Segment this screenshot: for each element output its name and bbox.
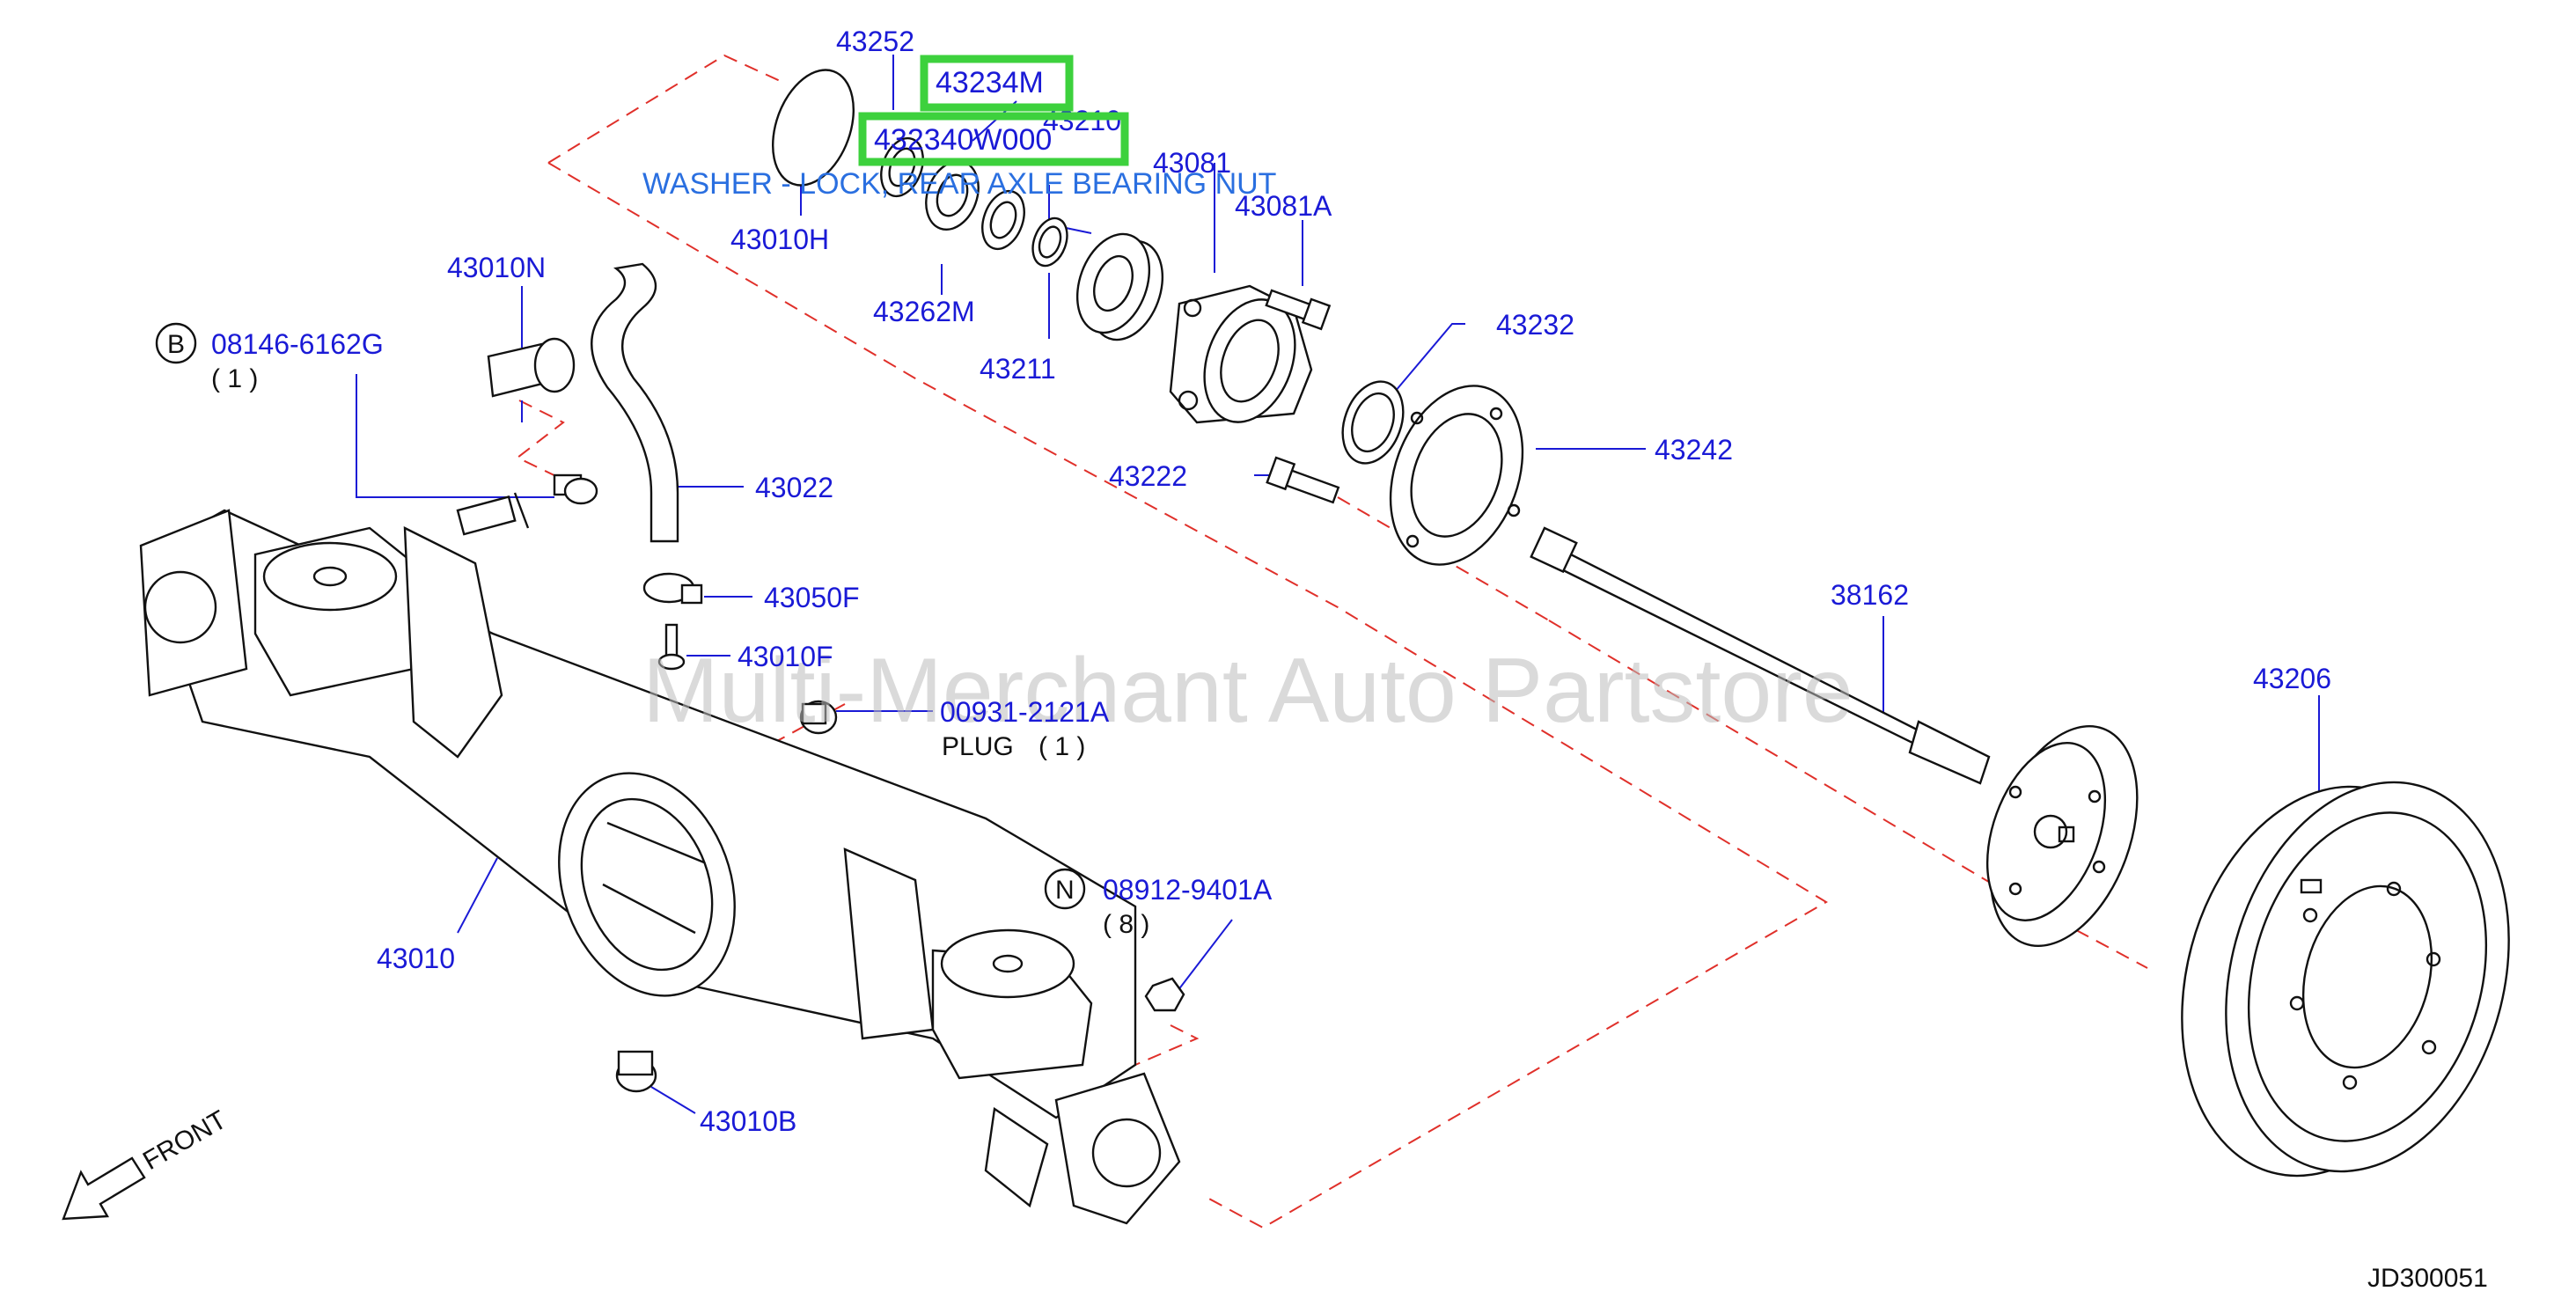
label-08146-6162g[interactable]: 08146-6162G: [211, 328, 384, 360]
snap-ring-43211: [1031, 216, 1068, 268]
front-indicator: FRONT: [62, 1105, 231, 1221]
label-43010n[interactable]: 43010N: [447, 252, 546, 283]
bolt-08146-6162g: [553, 473, 598, 505]
stud-bolt-43081a: [1265, 289, 1332, 331]
qty-nut-n: ( 8 ): [1103, 910, 1149, 939]
front-label: FRONT: [138, 1105, 231, 1176]
plug-00931-2121a: [799, 700, 838, 735]
highlight-description: WASHER - LOCK, REAR AXLE BEARING NUT: [642, 167, 1276, 201]
highlight-label-2[interactable]: 432340W000: [874, 123, 1052, 157]
breather-hose-43022: [591, 262, 679, 543]
highlighted-part: 43234M 432340W000 WASHER - LOCK, REAR AX…: [642, 55, 1276, 201]
oil-seal-43232: [1341, 380, 1405, 465]
plug-43010b: [615, 1050, 657, 1093]
b-symbol: B: [167, 330, 185, 359]
label-43242[interactable]: 43242: [1655, 434, 1733, 466]
label-43252[interactable]: 43252: [836, 26, 914, 57]
plug-label: PLUG: [942, 732, 1014, 761]
label-08912-9401a[interactable]: 08912-9401A: [1103, 874, 1273, 906]
label-43211[interactable]: 43211: [980, 353, 1056, 385]
label-43010[interactable]: 43010: [377, 943, 455, 974]
axle-shaft-38162: [1530, 526, 2139, 948]
breather-43010f: [657, 623, 686, 671]
highlight-box-1: [920, 55, 1074, 112]
part-labels: 43252 43210 43081 43081A 43010H 43262M 4…: [377, 26, 2331, 1137]
axle-housing-43010: [139, 492, 1181, 1225]
n-symbol: N: [1055, 876, 1075, 905]
qty-plug: ( 1 ): [1038, 732, 1085, 761]
label-43010f[interactable]: 43010F: [738, 641, 833, 672]
front-arrow-icon: [62, 1156, 146, 1221]
b-symbol-circle: [155, 322, 197, 364]
qty-bolt-b: ( 1 ): [211, 364, 258, 393]
label-43081[interactable]: 43081: [1153, 147, 1231, 179]
small-components: [487, 262, 1185, 1093]
label-38162[interactable]: 38162: [1831, 579, 1909, 611]
label-43206[interactable]: 43206: [2253, 663, 2331, 694]
grease-cap-43010h: [771, 69, 855, 187]
brake-drum-43206: [2181, 781, 2510, 1178]
gasket-plate-43242: [1389, 385, 1524, 566]
highlight-box-2: [858, 112, 1129, 166]
label-43222[interactable]: 43222: [1109, 460, 1187, 492]
label-43262m[interactable]: 43262M: [873, 296, 975, 327]
clip-43010n: [487, 337, 576, 398]
label-43022[interactable]: 43022: [755, 472, 833, 503]
diagram-id: JD300051: [2367, 1264, 2488, 1293]
fastener-labels: B 08146-6162G ( 1 ) N 08912-9401A ( 8 ) …: [155, 322, 1273, 939]
label-43010b[interactable]: 43010B: [700, 1105, 796, 1137]
leader-lines: [356, 55, 2320, 1114]
n-symbol-circle: [1044, 868, 1086, 910]
highlight-label-1[interactable]: 43234M: [936, 66, 1044, 99]
nut-08912-9401a: [1144, 977, 1185, 1012]
label-43050f[interactable]: 43050F: [764, 582, 860, 613]
watermark: Multi-Merchant Auto Partstore: [642, 640, 1853, 742]
clamp-43050f: [642, 572, 703, 605]
hub-bearing-parts: [771, 69, 1524, 566]
label-43081a[interactable]: 43081A: [1235, 190, 1332, 222]
label-43232[interactable]: 43232: [1496, 309, 1574, 341]
hub-bolt-43222: [1266, 456, 1340, 504]
bearing-43210: [1075, 232, 1164, 341]
label-00931-2121a[interactable]: 00931-2121A: [940, 696, 1110, 728]
label-43010h[interactable]: 43010H: [730, 224, 829, 255]
